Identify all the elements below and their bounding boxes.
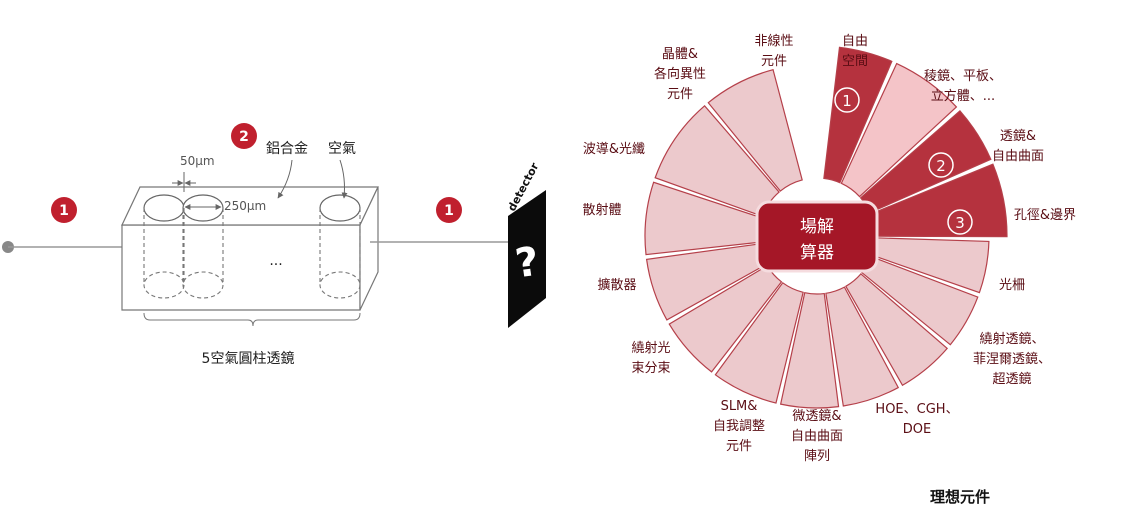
svg-text:2: 2 [936, 157, 946, 175]
svg-text:2: 2 [239, 129, 249, 145]
detector: ? detector [505, 160, 546, 328]
wheel-label-0: 自由空間 [842, 34, 868, 69]
wheel-label-1: 稜鏡、平板、立方體、... [924, 69, 1002, 104]
wheel-segment-1 [840, 62, 958, 198]
wheel-segment-8 [779, 291, 840, 409]
wheel-segment-0 [823, 46, 893, 184]
wheel-label-6: HOE、CGH、DOE [875, 402, 958, 437]
material-badge: 2 [231, 123, 257, 149]
wheel-label-4: 光柵 [999, 278, 1025, 293]
field-solver-line2: 算器 [800, 243, 834, 263]
lens-setup-diagram: 1 ... [2, 123, 546, 367]
wheel-badges: 1 2 3 [834, 87, 973, 235]
svg-text:1: 1 [842, 92, 852, 110]
field-solver-line1: 場解 [800, 217, 834, 237]
air-cylinder-bottoms [143, 208, 361, 299]
lens-brace [143, 312, 361, 327]
wheel-segment-7 [825, 286, 900, 407]
gap-dimension [172, 172, 196, 192]
diameter-dimension-label: 250μm [224, 199, 266, 213]
wheel-badge-3: 3 [947, 209, 973, 235]
wheel-segments [644, 46, 1008, 409]
material-pointer [277, 159, 293, 199]
ellipsis-text: ... [269, 253, 282, 269]
wheel-segment-10 [668, 264, 783, 373]
wheel-label-7: 微透鏡&自由曲面陣列 [791, 409, 843, 464]
wheel-label-11: 散射體 [582, 202, 621, 218]
wheel-badge-1: 1 [834, 87, 860, 113]
wheel-label-10: 擴散器 [597, 277, 636, 293]
wheel-label-8: SLM&自我調整元件 [713, 399, 765, 454]
wheel-segment-9 [714, 281, 804, 404]
svg-text:3: 3 [955, 214, 965, 232]
aluminum-block [121, 186, 379, 311]
wheel-badge-2: 2 [928, 152, 954, 178]
ideal-component-caption: 理想元件 [930, 488, 990, 506]
wheel-label-13: 晶體&各向異性元件 [654, 47, 706, 102]
wheel-label-2: 透鏡&自由曲面 [992, 129, 1044, 164]
source-badge: 1 [51, 197, 77, 223]
air-label: 空氣 [328, 141, 356, 157]
wheel-segment-6 [845, 273, 949, 387]
wheel-label-9: 繞射光束分束 [631, 340, 670, 376]
wheel-segment-14 [707, 68, 803, 192]
output-badge: 1 [436, 197, 462, 223]
wheel-label-12: 波導&光纖 [583, 142, 645, 157]
wheel-label-5: 繞射透鏡、菲涅爾透鏡、超透鏡 [973, 331, 1051, 387]
wheel-label-14: 非線性元件 [754, 33, 793, 69]
field-solver-box: 場解 算器 [755, 200, 879, 273]
svg-text:1: 1 [59, 203, 69, 219]
material-label: 鋁合金 [266, 141, 308, 157]
air-pointer [339, 159, 348, 199]
svg-text:1: 1 [444, 203, 454, 219]
wheel-label-3: 孔徑&邊界 [1014, 208, 1076, 223]
gap-dimension-label: 50μm [180, 154, 215, 168]
lens-caption: 5空氣圓柱透鏡 [202, 351, 295, 367]
